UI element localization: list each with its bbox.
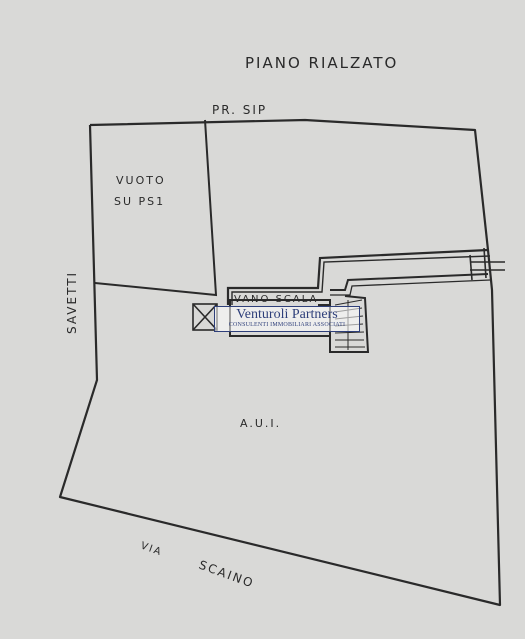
stair-core-walls: [226, 248, 489, 305]
right-opening-detail: [469, 247, 505, 281]
plan-title: PIANO RIALZATO: [245, 54, 398, 72]
stair-core-walls-inner: [231, 255, 491, 305]
watermark-subtitle: CONSULENTI IMMOBILIARI ASSOCIATI: [228, 322, 346, 328]
corridor-wall: [330, 273, 489, 291]
watermark-logo: Venturoli Partners CONSULENTI IMMOBILIAR…: [214, 306, 360, 332]
building-outline: [58, 118, 502, 607]
void-label-line1: VUOTO: [116, 174, 166, 187]
corridor-wall-inner: [330, 279, 491, 296]
stair-well: [318, 295, 370, 353]
left-street-label: SAVETTI: [65, 271, 79, 334]
void-label-line2: SU PS1: [114, 195, 165, 208]
unit-label: A.U.I.: [240, 417, 281, 430]
top-street-label: PR. SIP: [212, 103, 267, 117]
watermark-name: Venturoli Partners: [236, 307, 338, 322]
stair-label: VANO SCALA: [234, 294, 318, 305]
bottom-street-prefix: VIA: [139, 540, 164, 558]
void-area-outline: [94, 119, 218, 297]
bottom-street-label: SCAINO: [197, 558, 256, 591]
